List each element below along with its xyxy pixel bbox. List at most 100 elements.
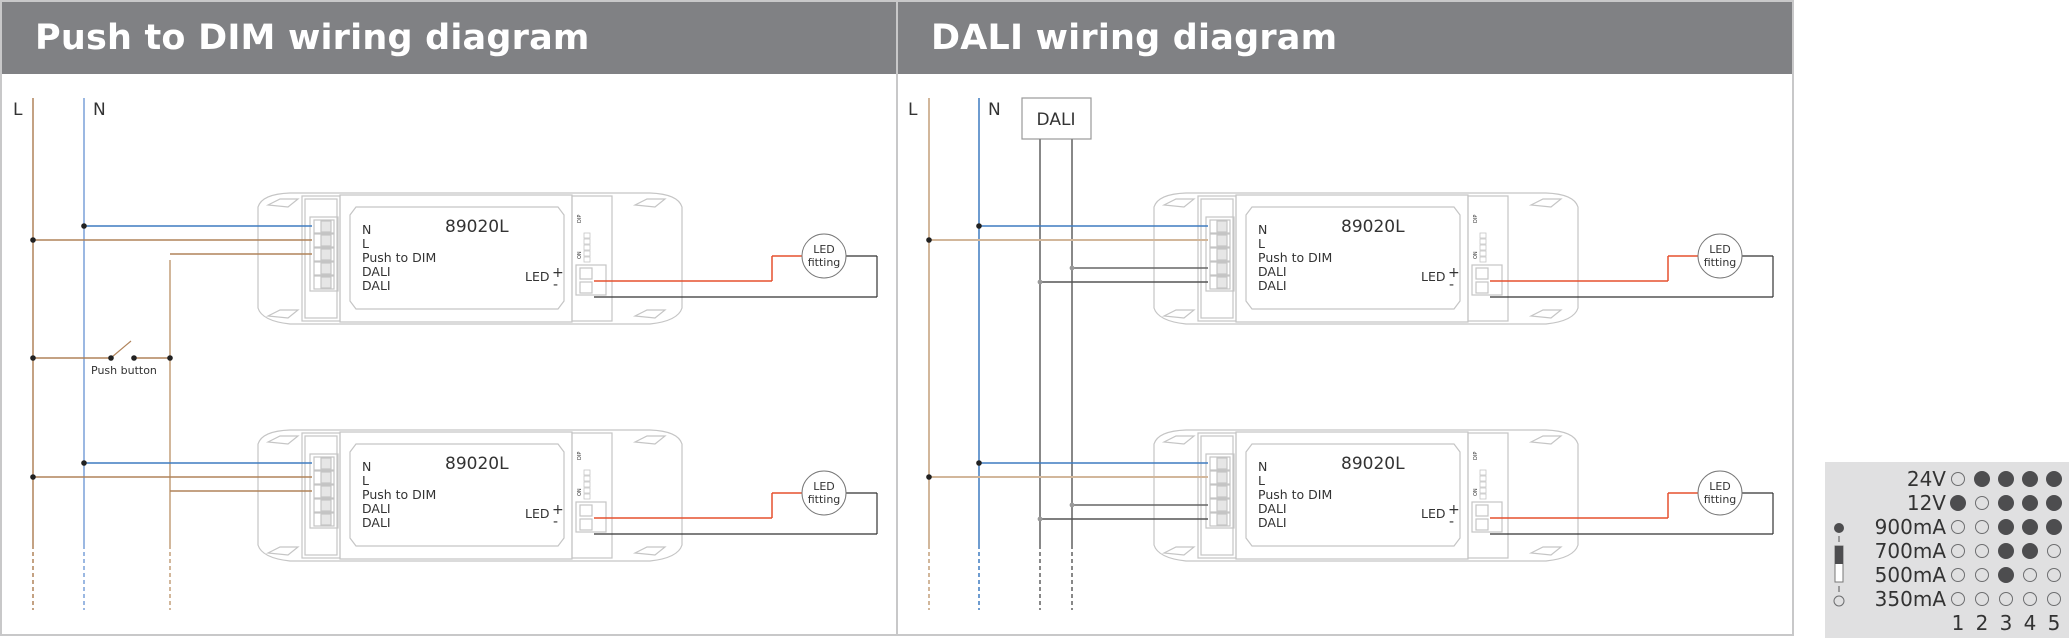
output-terminal-block bbox=[1471, 501, 1503, 533]
dip-on-label: ON bbox=[577, 488, 583, 496]
dip-switch-slot bbox=[583, 469, 591, 476]
terminal-slot bbox=[313, 275, 335, 290]
led-minus-label: - bbox=[553, 514, 558, 530]
dip-off-dot bbox=[2023, 568, 2037, 582]
dip-on-dot bbox=[2022, 543, 2038, 559]
terminal-screw bbox=[320, 513, 332, 526]
terminal-screw bbox=[320, 485, 332, 498]
terminal-label: Push to DIM bbox=[362, 487, 436, 502]
led-fitting-circle bbox=[801, 470, 847, 516]
dip-on-dot bbox=[2046, 495, 2062, 511]
led-output-label: LED bbox=[525, 269, 550, 284]
dip-column-label: 5 bbox=[2048, 611, 2061, 635]
terminal-screw bbox=[320, 276, 332, 289]
output-terminal bbox=[1475, 267, 1489, 280]
dip-switch-slot bbox=[583, 256, 591, 263]
mounting-hole bbox=[1161, 546, 1196, 556]
terminal-slot bbox=[1209, 498, 1231, 513]
mounting-hole bbox=[265, 309, 300, 319]
dip-off-dot bbox=[2047, 544, 2061, 558]
dip-legend-switch-lever bbox=[1835, 546, 1843, 564]
dip-on-dot bbox=[2046, 519, 2062, 535]
junction-dot bbox=[30, 474, 36, 480]
dip-off-dot bbox=[1975, 568, 1989, 582]
junction-dot bbox=[976, 460, 982, 466]
led-plus-label: + bbox=[552, 265, 564, 281]
driver-label-plate bbox=[349, 206, 565, 310]
dip-on-dot bbox=[1998, 495, 2014, 511]
mounting-hole bbox=[265, 546, 300, 556]
terminal-label: N bbox=[1258, 222, 1267, 237]
led-fitting-label: fitting bbox=[808, 493, 841, 506]
driver-body bbox=[1235, 431, 1469, 560]
mounting-hole bbox=[1161, 309, 1196, 319]
driver-label-plate bbox=[349, 443, 565, 547]
dip-column-label: 4 bbox=[2024, 611, 2037, 635]
terminal-slot bbox=[313, 456, 335, 471]
dip-row-label: 24V bbox=[1907, 467, 1946, 491]
driver-body bbox=[339, 431, 573, 560]
terminal-section-inner bbox=[1200, 198, 1234, 319]
terminal-screw bbox=[320, 234, 332, 247]
led-fitting-circle bbox=[1697, 470, 1743, 516]
dip-row-label: 350mA bbox=[1875, 587, 1947, 611]
junction-dot bbox=[30, 355, 36, 361]
dip-switch-slot bbox=[1479, 256, 1487, 263]
output-terminal bbox=[579, 281, 593, 294]
junction-dot bbox=[926, 237, 932, 243]
output-section bbox=[1467, 195, 1509, 322]
dip-switch-slot bbox=[583, 487, 591, 494]
dip-on-dot bbox=[1950, 495, 1966, 511]
junction-dot bbox=[131, 355, 137, 361]
terminal-screw bbox=[1216, 276, 1228, 289]
terminal-label: Push to DIM bbox=[362, 250, 436, 265]
terminal-label: DALI bbox=[1258, 515, 1287, 530]
terminal-slot bbox=[1209, 275, 1231, 290]
terminal-slot bbox=[1209, 233, 1231, 248]
led-fitting-label: LED bbox=[813, 480, 835, 493]
dali-junction bbox=[1069, 502, 1075, 508]
dip-on-dot bbox=[2022, 495, 2038, 511]
push-button-switch bbox=[111, 340, 132, 358]
dip-off-dot bbox=[1975, 544, 1989, 558]
dip-off-dot bbox=[1951, 592, 1965, 606]
terminal-slot bbox=[1209, 456, 1231, 471]
output-terminal-block bbox=[1471, 264, 1503, 296]
dip-off-dot bbox=[1951, 472, 1965, 486]
driver-label-plate bbox=[1245, 206, 1461, 310]
mounting-hole bbox=[265, 198, 300, 208]
led-fitting-circle bbox=[1697, 233, 1743, 279]
dip-label: DIP bbox=[577, 452, 583, 460]
terminal-screw bbox=[320, 248, 332, 261]
dip-legend-on-icon bbox=[1834, 523, 1844, 533]
junction-dot bbox=[108, 355, 114, 361]
terminal-label: DALI bbox=[362, 278, 391, 293]
terminal-label: DALI bbox=[1258, 278, 1287, 293]
output-section bbox=[571, 195, 613, 322]
led-minus-label: - bbox=[1449, 514, 1454, 530]
dip-on-dot bbox=[2022, 471, 2038, 487]
dip-off-dot bbox=[2047, 568, 2061, 582]
terminal-block bbox=[1205, 453, 1235, 529]
dali-controller-box bbox=[1021, 97, 1092, 140]
mounting-hole bbox=[265, 435, 300, 445]
terminal-screw bbox=[320, 262, 332, 275]
dip-legend-off-icon bbox=[1833, 595, 1845, 607]
dip-off-dot bbox=[1975, 592, 1989, 606]
led-plus-label: + bbox=[1448, 265, 1460, 281]
terminal-slot bbox=[313, 484, 335, 499]
dip-label: DIP bbox=[1473, 215, 1479, 223]
output-terminal bbox=[579, 267, 593, 280]
driver-housing bbox=[1153, 429, 1579, 562]
dip-switch-slot bbox=[1479, 493, 1487, 500]
led-fitting-label: fitting bbox=[1704, 256, 1737, 269]
led-plus-label: + bbox=[552, 502, 564, 518]
dip-switch-slot bbox=[1479, 469, 1487, 476]
dip-label: DIP bbox=[577, 215, 583, 223]
led-fitting-label: LED bbox=[813, 243, 835, 256]
terminal-slot bbox=[1209, 484, 1231, 499]
terminal-slot bbox=[313, 261, 335, 276]
